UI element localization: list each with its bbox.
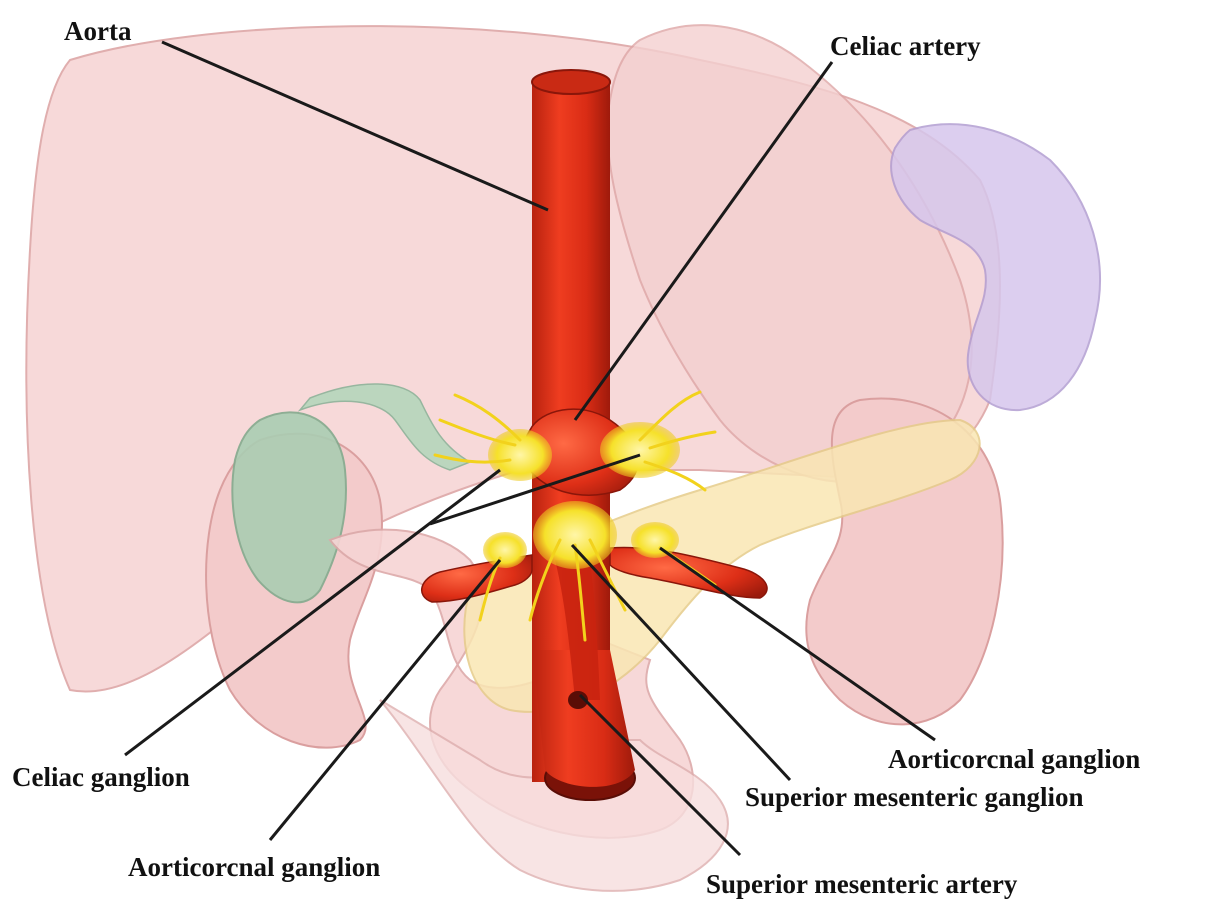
- label-aorta: Aorta: [64, 16, 132, 46]
- aorta-top-opening: [532, 70, 610, 94]
- aorticorenal-ganglion-left-blob: [483, 532, 527, 568]
- label-celiac-ganglion: Celiac ganglion: [12, 762, 190, 792]
- label-aorticorenal-ganglion-left: Aorticorcnal ganglion: [128, 852, 380, 882]
- sm-ganglion-blob: [533, 501, 617, 569]
- label-superior-mesenteric-artery: Superior mesenteric artery: [706, 869, 1018, 899]
- aorticorenal-ganglion-right-blob: [631, 522, 679, 558]
- label-celiac-artery: Celiac artery: [830, 31, 981, 61]
- label-aorticorenal-ganglion-right: Aorticorcnal ganglion: [888, 744, 1140, 774]
- label-superior-mesenteric-ganglion: Superior mesenteric ganglion: [745, 782, 1083, 812]
